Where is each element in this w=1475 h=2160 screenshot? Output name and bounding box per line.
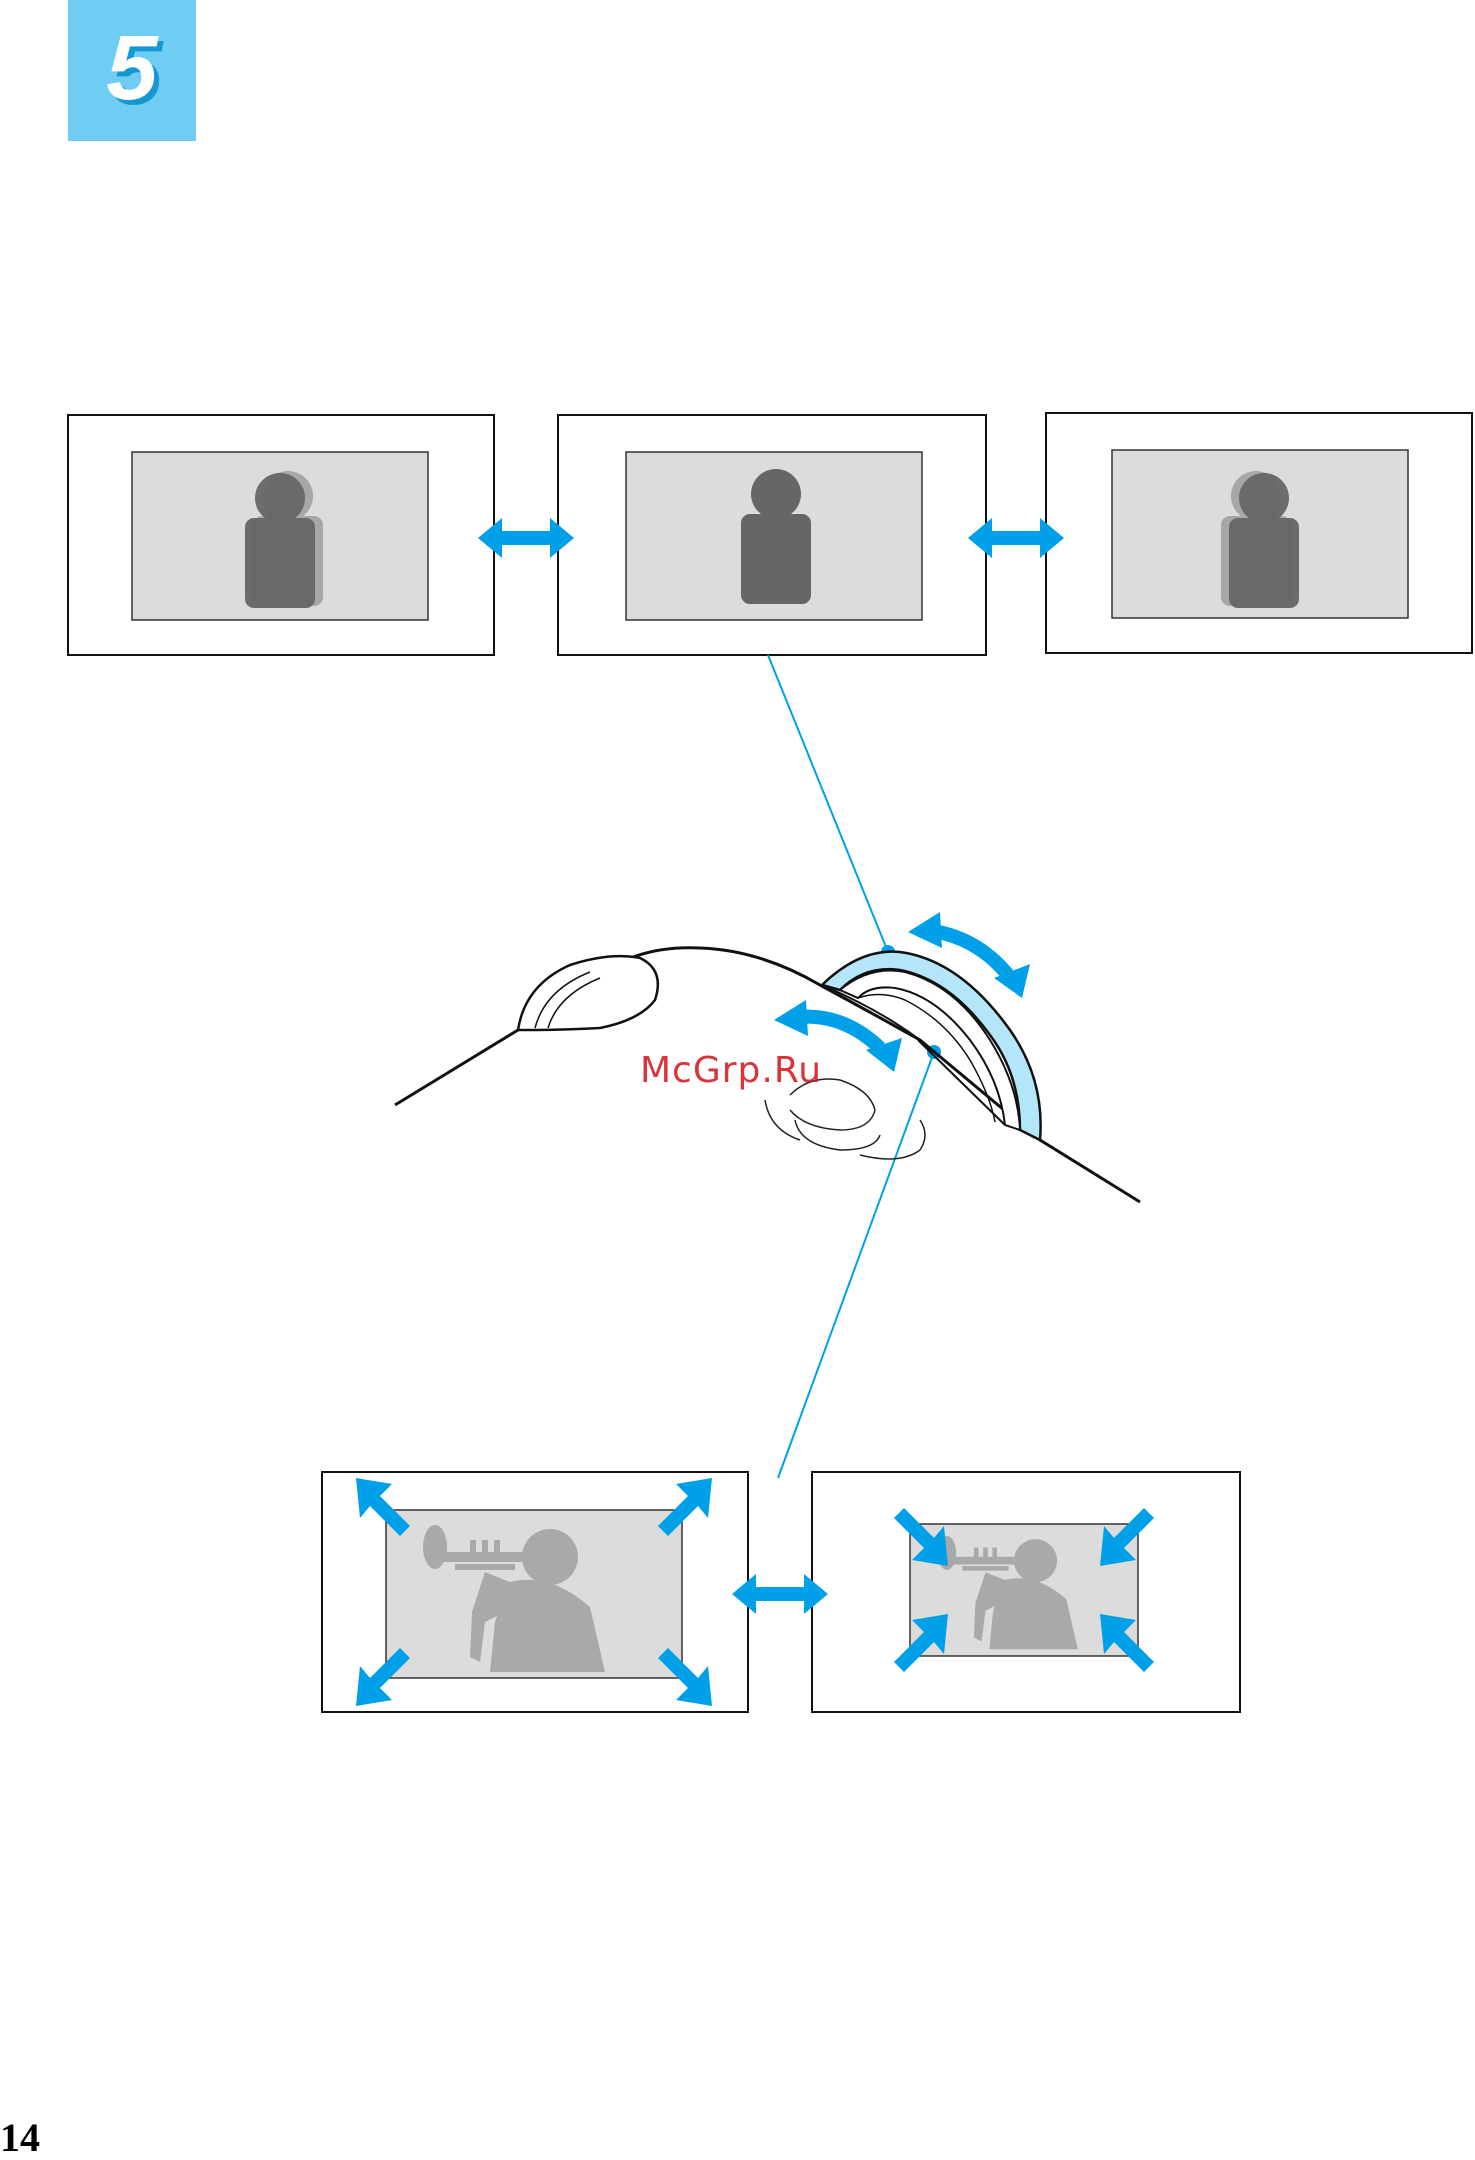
focus-frame-right bbox=[1046, 413, 1472, 653]
zoom-frame-tele bbox=[812, 1472, 1240, 1712]
person-silhouette-icon bbox=[741, 469, 811, 604]
page-number: 14 bbox=[0, 2118, 40, 2158]
focus-frame-left bbox=[68, 415, 494, 655]
watermark: McGrp.Ru bbox=[640, 1050, 822, 1091]
focus-frame-center bbox=[558, 415, 986, 655]
zoom-frame-wide bbox=[322, 1472, 748, 1712]
